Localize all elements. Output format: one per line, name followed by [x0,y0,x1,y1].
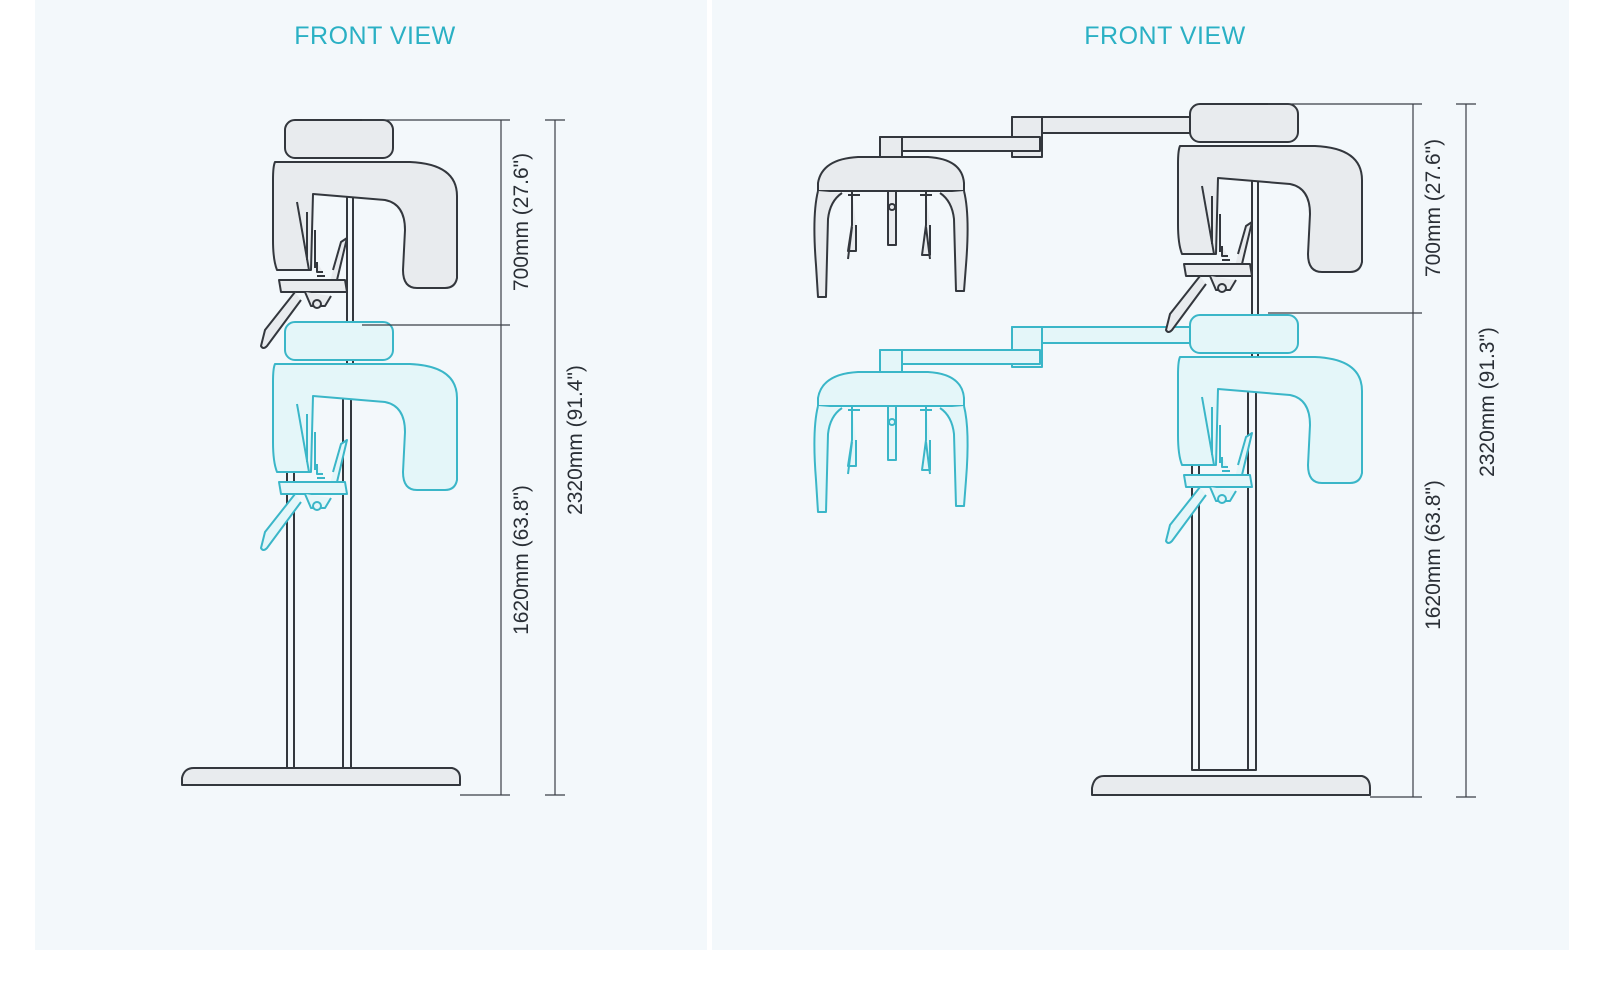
left-view-title: FRONT VIEW [294,22,456,50]
right-raised-ceph [813,156,969,298]
left-raised-unit [260,119,458,349]
left-dim-total-label: 2320mm (91.4") [564,365,587,515]
right-raised-unit [1165,103,1363,333]
left-dim-upper-label: 700mm (27.6") [510,153,533,291]
right-dim-upper-label: 700mm (27.6") [1422,139,1445,277]
right-dimension-lines [1268,103,1476,798]
right-dim-lower-label: 1620mm (63.8") [1422,480,1445,630]
right-lowered-ceph [813,371,969,513]
right-view-title: FRONT VIEW [1084,22,1246,50]
left-lowered-unit [260,321,458,551]
right-lowered-unit [1165,314,1363,544]
panel-divider [707,0,712,876]
right-dim-total-label: 2320mm (91.3") [1476,327,1499,477]
left-dim-lower-label: 1620mm (63.8") [510,485,533,635]
left-dimension-lines [362,119,565,796]
